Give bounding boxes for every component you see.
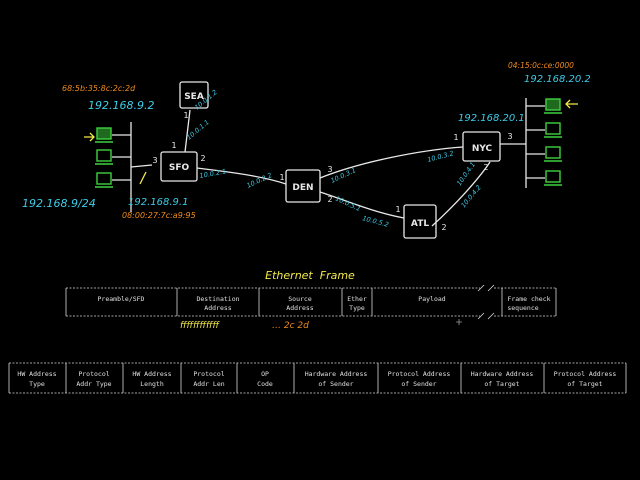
arp-field-0-line2: Type [29,380,45,388]
arp-field-7-line2: of Target [484,380,519,388]
arp-field-2-line2: Length [140,380,164,388]
addr-den-nyc-b: 10.0.3.2 [426,149,454,164]
arp-field-1-line2: Addr Type [76,380,111,388]
link-sfo-west-lan [130,164,153,168]
port-sea-1: 1 [183,111,188,120]
eth-field-1-line1: Destination [196,295,239,303]
arp-field-4-line2: Code [257,380,273,388]
router-atl-box [403,204,437,239]
router-atl-label: ATL [411,219,429,229]
east-host-computer-2-icon [544,122,562,138]
east-host-computer-1-icon [544,98,562,114]
router-nyc-label: NYC [472,144,493,154]
port-atl-2: 2 [441,223,446,232]
port-nyc-1: 1 [453,133,458,142]
port-den-2: 2 [327,195,332,204]
arp-field-3-line1: Protocol [193,370,224,378]
addr-den-atl-a: 10.0.5.1 [334,195,362,214]
arp-field-8-line1: Protocol Address [554,370,617,378]
east-host-pointer-arrow [565,99,578,109]
arp-field-8-line2: of Target [567,380,602,388]
link-den-nyc [319,146,464,179]
west-host-computer-2-icon [95,149,113,165]
sfo-interface-pointer [139,171,147,185]
port-sfo-1: 1 [171,141,176,150]
east-host-ip: 192.168.20.2 [524,74,591,85]
arp-packet-table [9,362,626,394]
ethernet-frame-table [66,287,556,317]
arp-field-6-line1: Protocol Address [388,370,451,378]
west-host-ip: 192.168.9.2 [88,99,154,112]
link-sfo-den [196,167,287,185]
router-den-label: DEN [292,183,313,193]
port-atl-1: 1 [395,205,400,214]
west-host-mac: 68:5b:35:8c:2c:2d [62,84,136,93]
port-nyc-3: 3 [507,132,512,141]
west-host-pointer-arrow [84,132,95,142]
link-sea-sfo [184,109,191,153]
west-lan-subnet: 192.168.9/24 [22,197,96,210]
arp-field-0-line1: HW Address [17,370,56,378]
east-host-computer-4-icon [544,170,562,186]
eth-break-top [477,284,495,292]
arp-field-2-line1: HW Address [132,370,171,378]
eth-field-4-line1: Payload [418,295,445,303]
west-host-computer-3-icon [95,172,113,188]
eth-field-2-line1: Source [288,295,312,303]
east-host-mac: 04:15:0c:ce:0000 [508,61,574,70]
arp-field-7-line1: Hardware Address [471,370,534,378]
eth-field-5-line2: sequence [507,304,538,312]
arp-field-1-line1: Protocol [78,370,109,378]
east-host-computer-3-icon [544,146,562,162]
arp-field-4-line1: OP [261,370,269,378]
west-host-computer-1-icon [95,127,113,143]
east-router-ip: 192.168.20.1 [458,113,525,124]
router-sfo-box [160,151,198,182]
eth-break-bottom [477,312,495,320]
link-atl-nyc [431,161,491,227]
port-den-1: 1 [279,173,284,182]
ethernet-frame-title: Ethernet Frame [265,269,355,282]
eth-field-2-line2: Address [286,304,313,312]
port-sfo-3: 3 [152,156,157,165]
eth-src-annotation: … 2c 2d [272,321,309,331]
eth-field-5-line1: Frame check [507,295,550,303]
cursor-crosshair-icon [456,319,462,325]
addr-den-nyc-a: 10.0.3.1 [329,166,357,185]
links [112,98,545,227]
eth-field-3-line1: Ether [347,295,367,303]
router-sea-box [179,81,209,109]
addr-den-atl-b: 10.0.5.2 [361,214,389,229]
port-sfo-2: 2 [200,154,205,163]
eth-field-1-line2: Address [204,304,231,312]
west-router-ip: 192.168.9.1 [128,197,188,208]
eth-field-0-line1: Preamble/SFD [98,295,145,303]
arp-field-5-line1: Hardware Address [305,370,368,378]
router-den-box [285,169,321,203]
arp-field-5-line2: of Sender [318,380,353,388]
router-nyc-box [462,131,501,162]
port-den-3: 3 [327,165,332,174]
router-sea-label: SEA [184,92,204,102]
arp-field-3-line2: Addr Len [193,380,224,388]
arp-field-6-line2: of Sender [401,380,436,388]
addr-sfo-den-b: 10.0.2.2 [245,171,273,190]
port-nyc-2: 2 [483,163,488,172]
eth-field-3-line2: Type [349,304,365,312]
router-sfo-label: SFO [169,163,190,173]
link-den-atl [319,191,405,219]
west-router-mac: 08:00:27:7c:a9:95 [122,211,196,220]
eth-dest-annotation: ffffffffffff [180,321,220,331]
